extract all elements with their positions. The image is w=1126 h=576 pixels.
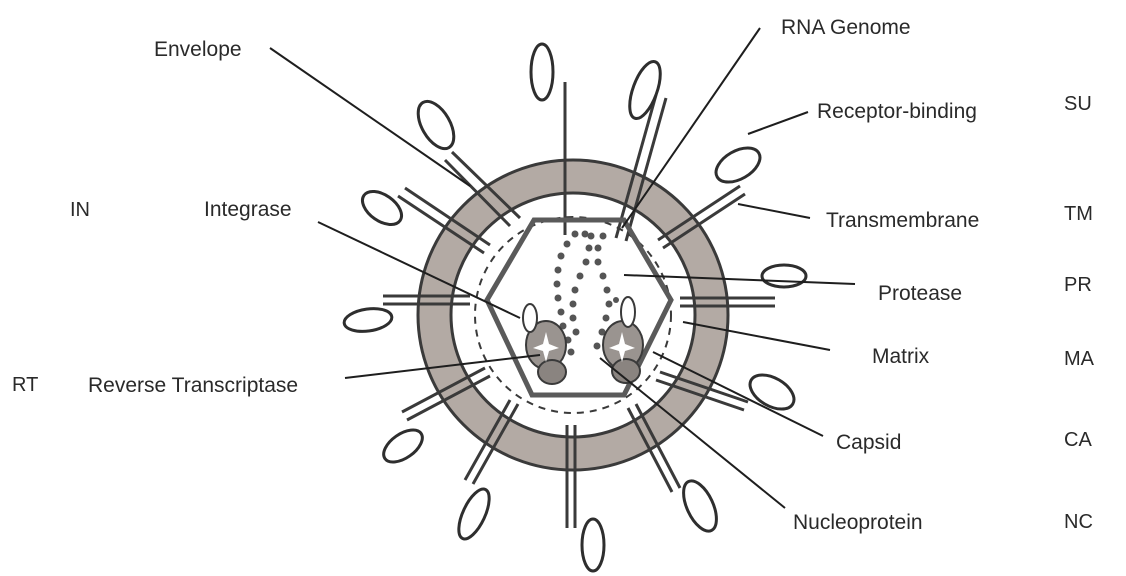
label-envelope: Envelope	[154, 38, 242, 61]
abbr-pr: PR	[1064, 274, 1092, 296]
label-reverse-transcriptase: Reverse Transcriptase	[88, 374, 298, 397]
abbr-ca: CA	[1064, 429, 1092, 451]
label-transmembrane: Transmembrane	[826, 209, 979, 232]
abbr-rt: RT	[12, 374, 38, 396]
label-rna-genome: RNA Genome	[781, 16, 911, 39]
label-matrix: Matrix	[872, 345, 930, 368]
label-integrase: Integrase	[204, 198, 292, 221]
label-capsid: Capsid	[836, 431, 901, 454]
abbr-ma: MA	[1064, 348, 1095, 370]
abbr-in: IN	[70, 199, 90, 221]
abbr-nc: NC	[1064, 511, 1093, 533]
label-nucleoprotein: Nucleoprotein	[793, 511, 923, 534]
abbr-su: SU	[1064, 93, 1092, 115]
label-receptor-binding: Receptor-binding	[817, 100, 977, 123]
label-protease: Protease	[878, 282, 962, 305]
abbr-tm: TM	[1064, 203, 1093, 225]
